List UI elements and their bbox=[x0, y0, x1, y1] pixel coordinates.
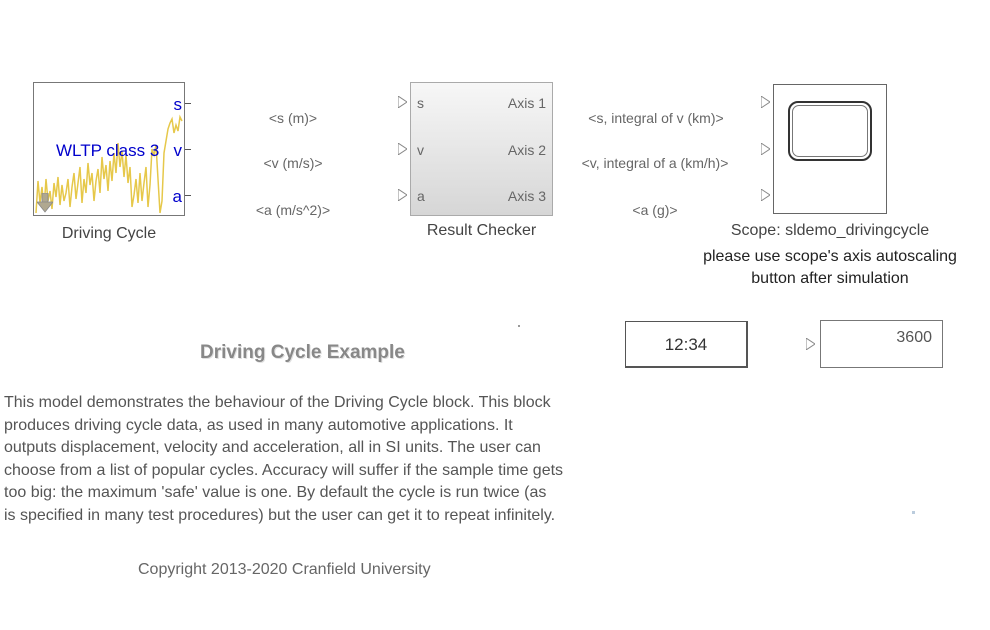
display-block[interactable]: 3600 bbox=[820, 320, 943, 368]
block-inner-label: WLTP class 3 bbox=[56, 141, 160, 160]
rc-in-a: a bbox=[417, 188, 425, 204]
display-in-port bbox=[806, 338, 815, 350]
rc-in-port-3 bbox=[398, 189, 407, 201]
scope-screen-icon bbox=[788, 101, 872, 161]
port-a-label: a bbox=[172, 187, 182, 206]
scope-block[interactable] bbox=[773, 84, 887, 214]
scope-note-line2: button after simulation bbox=[751, 270, 909, 287]
dc-out-port-2 bbox=[185, 149, 191, 150]
dc-out-port-3 bbox=[185, 195, 191, 196]
rc-out-axis3: Axis 3 bbox=[507, 188, 546, 204]
copyright-text: Copyright 2013-2020 Cranfield University bbox=[138, 561, 431, 578]
port-v-label: v bbox=[173, 141, 183, 160]
driving-cycle-label: Driving Cycle bbox=[61, 225, 157, 242]
signal-a-label: <a (m/s^2)> bbox=[255, 202, 331, 218]
scope-note-line1: please use scope's axis autoscaling bbox=[703, 248, 957, 265]
stray-dot-blue bbox=[912, 511, 915, 514]
rc-out-axis2: Axis 2 bbox=[507, 142, 546, 158]
model-description: This model demonstrates the behaviour of… bbox=[4, 394, 564, 524]
signal-out-a-label: <a (g)> bbox=[632, 202, 678, 218]
port-s-label: s bbox=[173, 95, 183, 114]
model-title: Driving Cycle Example bbox=[200, 342, 405, 363]
rc-in-v: v bbox=[417, 142, 424, 158]
signal-v-label: <v (m/s)> bbox=[263, 155, 323, 171]
result-checker-block[interactable]: s v a Axis 1 Axis 2 Axis 3 bbox=[410, 82, 553, 216]
clock-value: 12:34 bbox=[664, 335, 708, 354]
signal-s-label: <s (m)> bbox=[268, 110, 318, 126]
stray-dot bbox=[518, 325, 520, 327]
scope-label: Scope: sldemo_drivingcycle bbox=[730, 222, 930, 239]
signal-out-s-label: <s, integral of v (km)> bbox=[588, 110, 724, 126]
rc-in-port-2 bbox=[398, 143, 407, 155]
result-checker-label: Result Checker bbox=[426, 222, 537, 239]
driving-cycle-trace bbox=[35, 114, 183, 214]
driving-cycle-block[interactable]: s WLTP class 3 v a bbox=[33, 82, 185, 216]
digital-clock-block[interactable]: 12:34 bbox=[625, 321, 748, 368]
scope-in-port-2 bbox=[761, 143, 770, 155]
mask-arrow-icon bbox=[37, 193, 53, 213]
dc-out-port-1 bbox=[185, 103, 191, 104]
rc-in-s: s bbox=[417, 95, 424, 111]
scope-in-port-1 bbox=[761, 96, 770, 108]
scope-in-port-3 bbox=[761, 189, 770, 201]
rc-out-axis1: Axis 1 bbox=[507, 95, 546, 111]
signal-out-v-label: <v, integral of a (km/h)> bbox=[581, 155, 729, 171]
rc-in-port-1 bbox=[398, 96, 407, 108]
display-value: 3600 bbox=[896, 329, 932, 346]
